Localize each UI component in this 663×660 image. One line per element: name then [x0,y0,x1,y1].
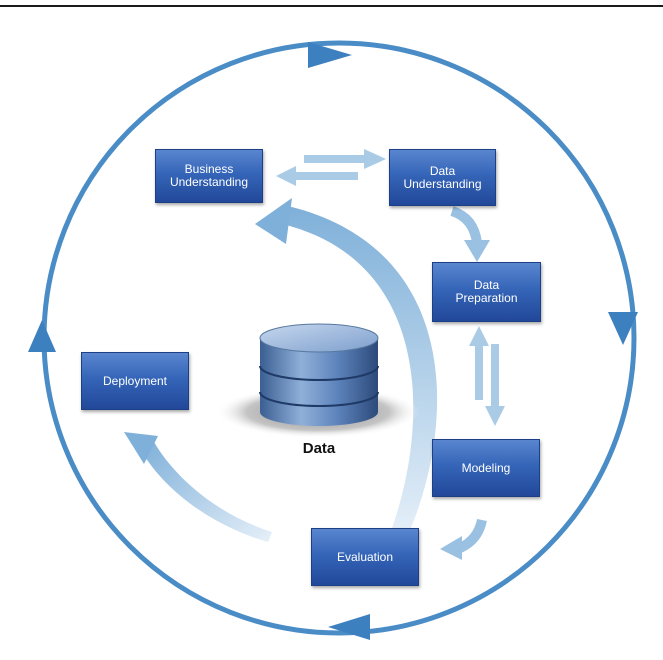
cycle-arrowhead-right [608,312,638,345]
database-icon [216,323,420,438]
arrow-evaluation-to-deployment [124,432,272,542]
bidirectional-arrow-understanding [276,149,386,186]
data-label: Data [302,440,336,457]
phase-data-preparation[interactable]: Data Preparation [432,262,541,322]
phase-data-understanding[interactable]: Data Understanding [389,149,496,206]
arrow-modeling-to-evaluation [440,518,487,560]
cycle-arrowhead-bottom [328,614,370,640]
arrow-understanding-to-preparation [450,206,490,262]
arrow-evaluation-to-business [255,198,438,530]
cycle-arrowhead-left [28,320,56,352]
top-rule [0,5,663,7]
phase-modeling[interactable]: Modeling [432,439,540,497]
phase-deployment[interactable]: Deployment [81,352,189,410]
phase-business-understanding[interactable]: Business Understanding [155,149,263,203]
cycle-arrowhead-top [308,42,352,68]
phase-evaluation[interactable]: Evaluation [311,528,419,586]
bidirectional-arrow-preparation-modeling [469,326,505,426]
